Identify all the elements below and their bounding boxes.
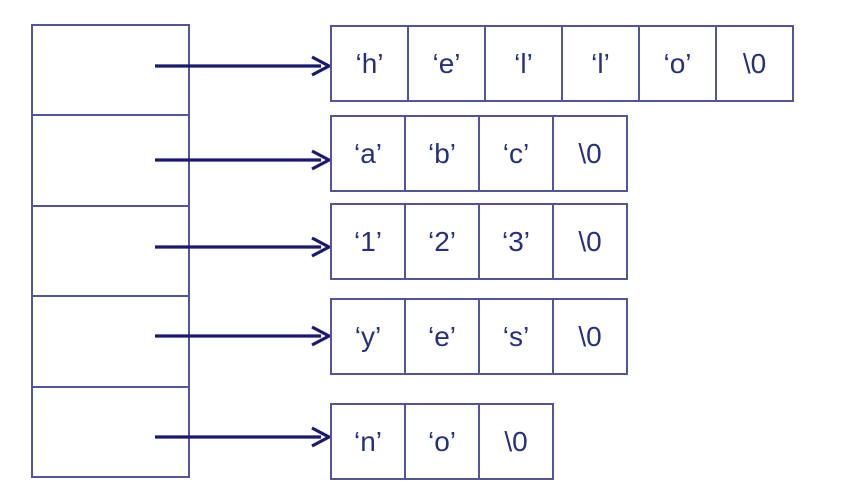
pointer-array <box>31 24 190 478</box>
char-cell: ‘e’ <box>407 25 486 102</box>
char-cell: ‘3’ <box>478 203 554 280</box>
string-row-no: ‘n’ ‘o’ \0 <box>330 403 554 480</box>
string-row-123: ‘1’ ‘2’ ‘3’ \0 <box>330 203 628 280</box>
pointer-arrow-2 <box>155 236 333 258</box>
char-cell: ‘o’ <box>638 25 717 102</box>
pointer-arrow-3 <box>155 325 333 347</box>
pointer-cell-3 <box>33 297 188 388</box>
null-terminator-cell: \0 <box>478 403 554 480</box>
char-cell: ‘l’ <box>484 25 563 102</box>
pointer-cell-0 <box>33 26 188 117</box>
char-cell: ‘n’ <box>330 403 406 480</box>
pointer-arrow-1 <box>155 149 333 171</box>
char-cell: ‘h’ <box>330 25 409 102</box>
null-terminator-cell: \0 <box>552 203 628 280</box>
null-terminator-cell: \0 <box>552 298 628 375</box>
char-cell: ‘b’ <box>404 115 480 192</box>
char-cell: ‘y’ <box>330 298 406 375</box>
char-cell: ‘a’ <box>330 115 406 192</box>
char-cell: ‘l’ <box>561 25 640 102</box>
string-row-hello: ‘h’ ‘e’ ‘l’ ‘l’ ‘o’ \0 <box>330 25 794 102</box>
string-row-yes: ‘y’ ‘e’ ‘s’ \0 <box>330 298 628 375</box>
char-cell: ‘c’ <box>478 115 554 192</box>
char-cell: ‘2’ <box>404 203 480 280</box>
char-cell: ‘o’ <box>404 403 480 480</box>
pointer-arrow-4 <box>155 426 333 448</box>
char-cell: ‘e’ <box>404 298 480 375</box>
pointer-cell-2 <box>33 207 188 298</box>
pointer-cell-1 <box>33 116 188 207</box>
null-terminator-cell: \0 <box>715 25 794 102</box>
char-cell: ‘s’ <box>478 298 554 375</box>
pointer-arrow-0 <box>155 55 333 77</box>
char-cell: ‘1’ <box>330 203 406 280</box>
string-row-abc: ‘a’ ‘b’ ‘c’ \0 <box>330 115 628 192</box>
null-terminator-cell: \0 <box>552 115 628 192</box>
